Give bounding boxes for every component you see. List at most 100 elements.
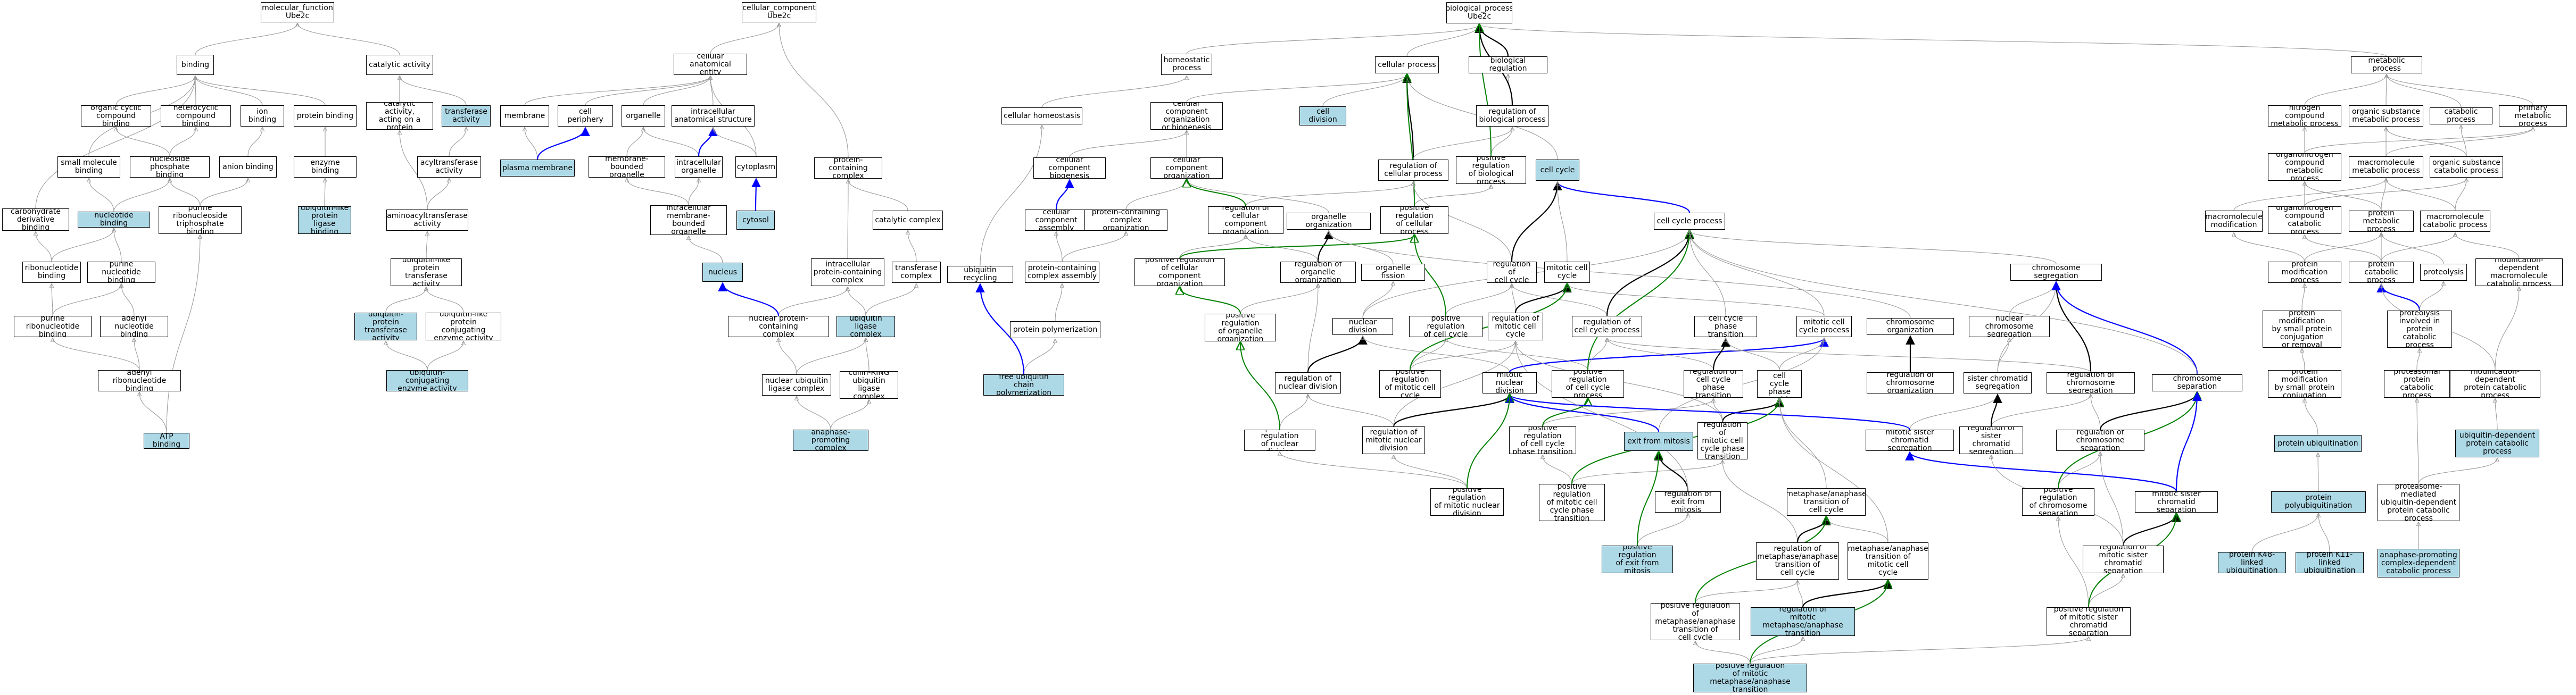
- go-term-node[interactable]: regulation of sister chromatid segregati…: [1959, 426, 2023, 454]
- go-term-node[interactable]: ubiquitin-like protein ligase binding: [298, 206, 351, 234]
- go-term-node[interactable]: macromolecule modification: [2205, 211, 2263, 232]
- go-term-node[interactable]: mitotic cell cycle: [1544, 262, 1590, 283]
- go-term-node[interactable]: regulation of cellular component organiz…: [1208, 206, 1283, 234]
- go-term-node[interactable]: cellular process: [1375, 56, 1439, 73]
- go-term-node[interactable]: regulation of organelle organization: [1280, 262, 1356, 283]
- go-term-node[interactable]: positive regulation of cellular componen…: [1134, 258, 1225, 286]
- go-term-node[interactable]: proteasomal protein catabolic process: [2384, 370, 2450, 398]
- go-term-node[interactable]: mitotic cell cycle process: [1796, 316, 1852, 337]
- go-term-node[interactable]: positive regulation of exit from mitosis: [1602, 546, 1673, 573]
- go-term-node[interactable]: nucleoside phosphate binding: [130, 156, 210, 178]
- go-term-node[interactable]: protein K11-linked ubiquitination: [2296, 552, 2364, 573]
- go-term-node[interactable]: modification-dependent macromolecule cat…: [2475, 258, 2563, 286]
- go-term-node[interactable]: anaphase-promoting complex-dependent cat…: [2378, 549, 2459, 577]
- go-term-node[interactable]: catabolic process: [2430, 107, 2492, 124]
- go-term-node[interactable]: anion binding: [219, 156, 277, 178]
- go-term-node[interactable]: cellular component organization or bioge…: [1150, 102, 1223, 130]
- go-term-node[interactable]: ubiquitin-protein transferase activity: [354, 313, 417, 340]
- go-term-node[interactable]: positive regulation of nuclear division: [1244, 430, 1315, 451]
- go-term-node[interactable]: transferase complex: [892, 262, 941, 283]
- go-term-node[interactable]: organic substance metabolic process: [2349, 105, 2423, 127]
- go-term-node[interactable]: proteasome-mediated ubiquitin-dependent …: [2378, 484, 2459, 521]
- go-term-node[interactable]: positive regulation of mitotic cell cycl…: [1539, 484, 1605, 521]
- go-term-node[interactable]: intracellular anatomical structure: [672, 105, 755, 127]
- go-term-node[interactable]: regulation of biological process: [1476, 105, 1548, 127]
- go-term-node[interactable]: anaphase-promoting complex: [793, 430, 868, 451]
- go-term-node[interactable]: organelle: [622, 105, 665, 127]
- go-term-node[interactable]: metabolic process: [2351, 56, 2422, 73]
- go-term-node[interactable]: regulation of mitotic cell cycle phase t…: [1697, 422, 1747, 459]
- go-term-node[interactable]: cellular component assembly: [1025, 210, 1088, 231]
- go-term-node[interactable]: positive regulation of mitotic nuclear d…: [1430, 488, 1504, 516]
- go-term-node[interactable]: cytosol: [736, 211, 775, 230]
- go-term-node[interactable]: exit from mitosis: [1624, 432, 1693, 451]
- go-term-node[interactable]: proteolysis: [2420, 264, 2467, 281]
- go-term-node[interactable]: intracellular organelle: [675, 156, 723, 178]
- go-term-node[interactable]: plasma membrane: [500, 160, 575, 177]
- go-term-node[interactable]: positive regulation of cell cycle proces…: [1552, 370, 1624, 398]
- go-term-node[interactable]: regulation of cell cycle phase transitio…: [1684, 370, 1743, 398]
- go-term-node[interactable]: nuclear protein-containing complex: [728, 316, 829, 337]
- go-term-node[interactable]: regulation of cell cycle process: [1572, 316, 1642, 337]
- go-term-node[interactable]: ribonucleotide binding: [22, 262, 81, 283]
- go-term-node[interactable]: cellular anatomical entity: [674, 54, 747, 75]
- go-term-node[interactable]: free ubiquitin chain polymerization: [983, 374, 1064, 396]
- go-term-node[interactable]: nucleus: [702, 263, 743, 282]
- go-term-node[interactable]: protein polyubiquitination: [2271, 491, 2366, 513]
- go-term-node[interactable]: biological_process Ube2c: [1446, 2, 1512, 23]
- go-term-node[interactable]: regulation of cell cycle: [1487, 262, 1537, 283]
- go-term-node[interactable]: purine nucleotide binding: [87, 262, 155, 283]
- go-term-node[interactable]: nucleotide binding: [78, 212, 150, 228]
- go-term-node[interactable]: macromolecule metabolic process: [2349, 156, 2423, 178]
- go-term-node[interactable]: intracellular membrane-bounded organelle: [650, 205, 727, 235]
- go-term-node[interactable]: mitotic sister chromatid segregation: [1866, 430, 1954, 451]
- go-term-node[interactable]: membrane-bounded organelle: [589, 156, 665, 178]
- go-term-node[interactable]: intracellular protein-containing complex: [811, 258, 884, 286]
- go-term-node[interactable]: ion binding: [241, 105, 284, 127]
- go-term-node[interactable]: chromosome segregation: [2010, 264, 2102, 281]
- go-term-node[interactable]: nitrogen compound metabolic process: [2268, 105, 2341, 127]
- go-term-node[interactable]: protein-containing complex: [814, 157, 882, 179]
- go-term-node[interactable]: catalytic complex: [873, 211, 943, 230]
- go-term-node[interactable]: protein binding: [294, 105, 357, 127]
- go-term-node[interactable]: chromosome separation: [2152, 374, 2242, 391]
- go-term-node[interactable]: protein ubiquitination: [2274, 435, 2362, 452]
- go-term-node[interactable]: acyltransferase activity: [417, 156, 481, 178]
- go-term-node[interactable]: organonitrogen compound catabolic proces…: [2268, 206, 2341, 234]
- go-term-node[interactable]: enzyme binding: [294, 156, 357, 178]
- go-term-node[interactable]: positive regulation of metaphase/anaphas…: [1651, 603, 1740, 640]
- go-term-node[interactable]: biological regulation: [1469, 56, 1547, 73]
- go-term-node[interactable]: regulation of mitotic cell cycle: [1488, 313, 1543, 340]
- go-term-node[interactable]: aminoacyltransferase activity: [386, 210, 468, 231]
- go-term-node[interactable]: cell periphery: [558, 105, 613, 127]
- go-term-node[interactable]: cullin-RING ubiquitin ligase complex: [840, 371, 898, 399]
- go-term-node[interactable]: cellular_component Ube2c: [742, 2, 816, 22]
- go-term-node[interactable]: positive regulation of chromosome separa…: [2022, 488, 2094, 516]
- go-term-node[interactable]: macromolecule catabolic process: [2420, 211, 2490, 232]
- go-term-node[interactable]: proteolysis involved in protein cataboli…: [2387, 311, 2452, 348]
- go-term-node[interactable]: positive regulation of mitotic cell cycl…: [1379, 370, 1441, 398]
- go-term-node[interactable]: protein polymerization: [1010, 321, 1100, 338]
- go-term-node[interactable]: ubiquitin ligase complex: [836, 316, 895, 337]
- go-term-node[interactable]: regulation of chromosome organization: [1867, 372, 1954, 393]
- go-term-node[interactable]: nuclear ubiquitin ligase complex: [762, 374, 831, 396]
- go-term-node[interactable]: mitotic sister chromatid separation: [2135, 491, 2218, 513]
- go-term-node[interactable]: protein catabolic process: [2349, 262, 2414, 283]
- go-term-node[interactable]: regulation of exit from mitosis: [1655, 491, 1721, 513]
- go-term-node[interactable]: ubiquitin-dependent protein catabolic pr…: [2455, 430, 2539, 457]
- go-term-node[interactable]: regulation of mitotic metaphase/anaphase…: [1751, 607, 1855, 636]
- go-term-node[interactable]: organelle organization: [1287, 213, 1371, 230]
- go-term-node[interactable]: regulation of chromosome segregation: [2047, 372, 2135, 393]
- go-term-node[interactable]: regulation of chromosome separation: [2056, 430, 2144, 451]
- go-term-node[interactable]: chromosome organization: [1867, 318, 1954, 335]
- go-term-node[interactable]: ATP binding: [144, 433, 189, 449]
- go-term-node[interactable]: catalytic activity: [366, 55, 433, 75]
- go-term-node[interactable]: ubiquitin-like protein conjugating enzym…: [426, 313, 501, 340]
- go-term-node[interactable]: protein K48-linked ubiquitination: [2218, 552, 2286, 573]
- go-term-node[interactable]: molecular_function Ube2c: [261, 2, 334, 22]
- go-term-node[interactable]: cell cycle phase transition: [1694, 316, 1757, 337]
- go-term-node[interactable]: positive regulation of organelle organiz…: [1205, 314, 1276, 341]
- go-term-node[interactable]: nuclear division: [1332, 318, 1393, 335]
- go-term-node[interactable]: metaphase/anaphase transition of mitotic…: [1848, 542, 1928, 580]
- go-term-node[interactable]: cell cycle: [1536, 160, 1579, 181]
